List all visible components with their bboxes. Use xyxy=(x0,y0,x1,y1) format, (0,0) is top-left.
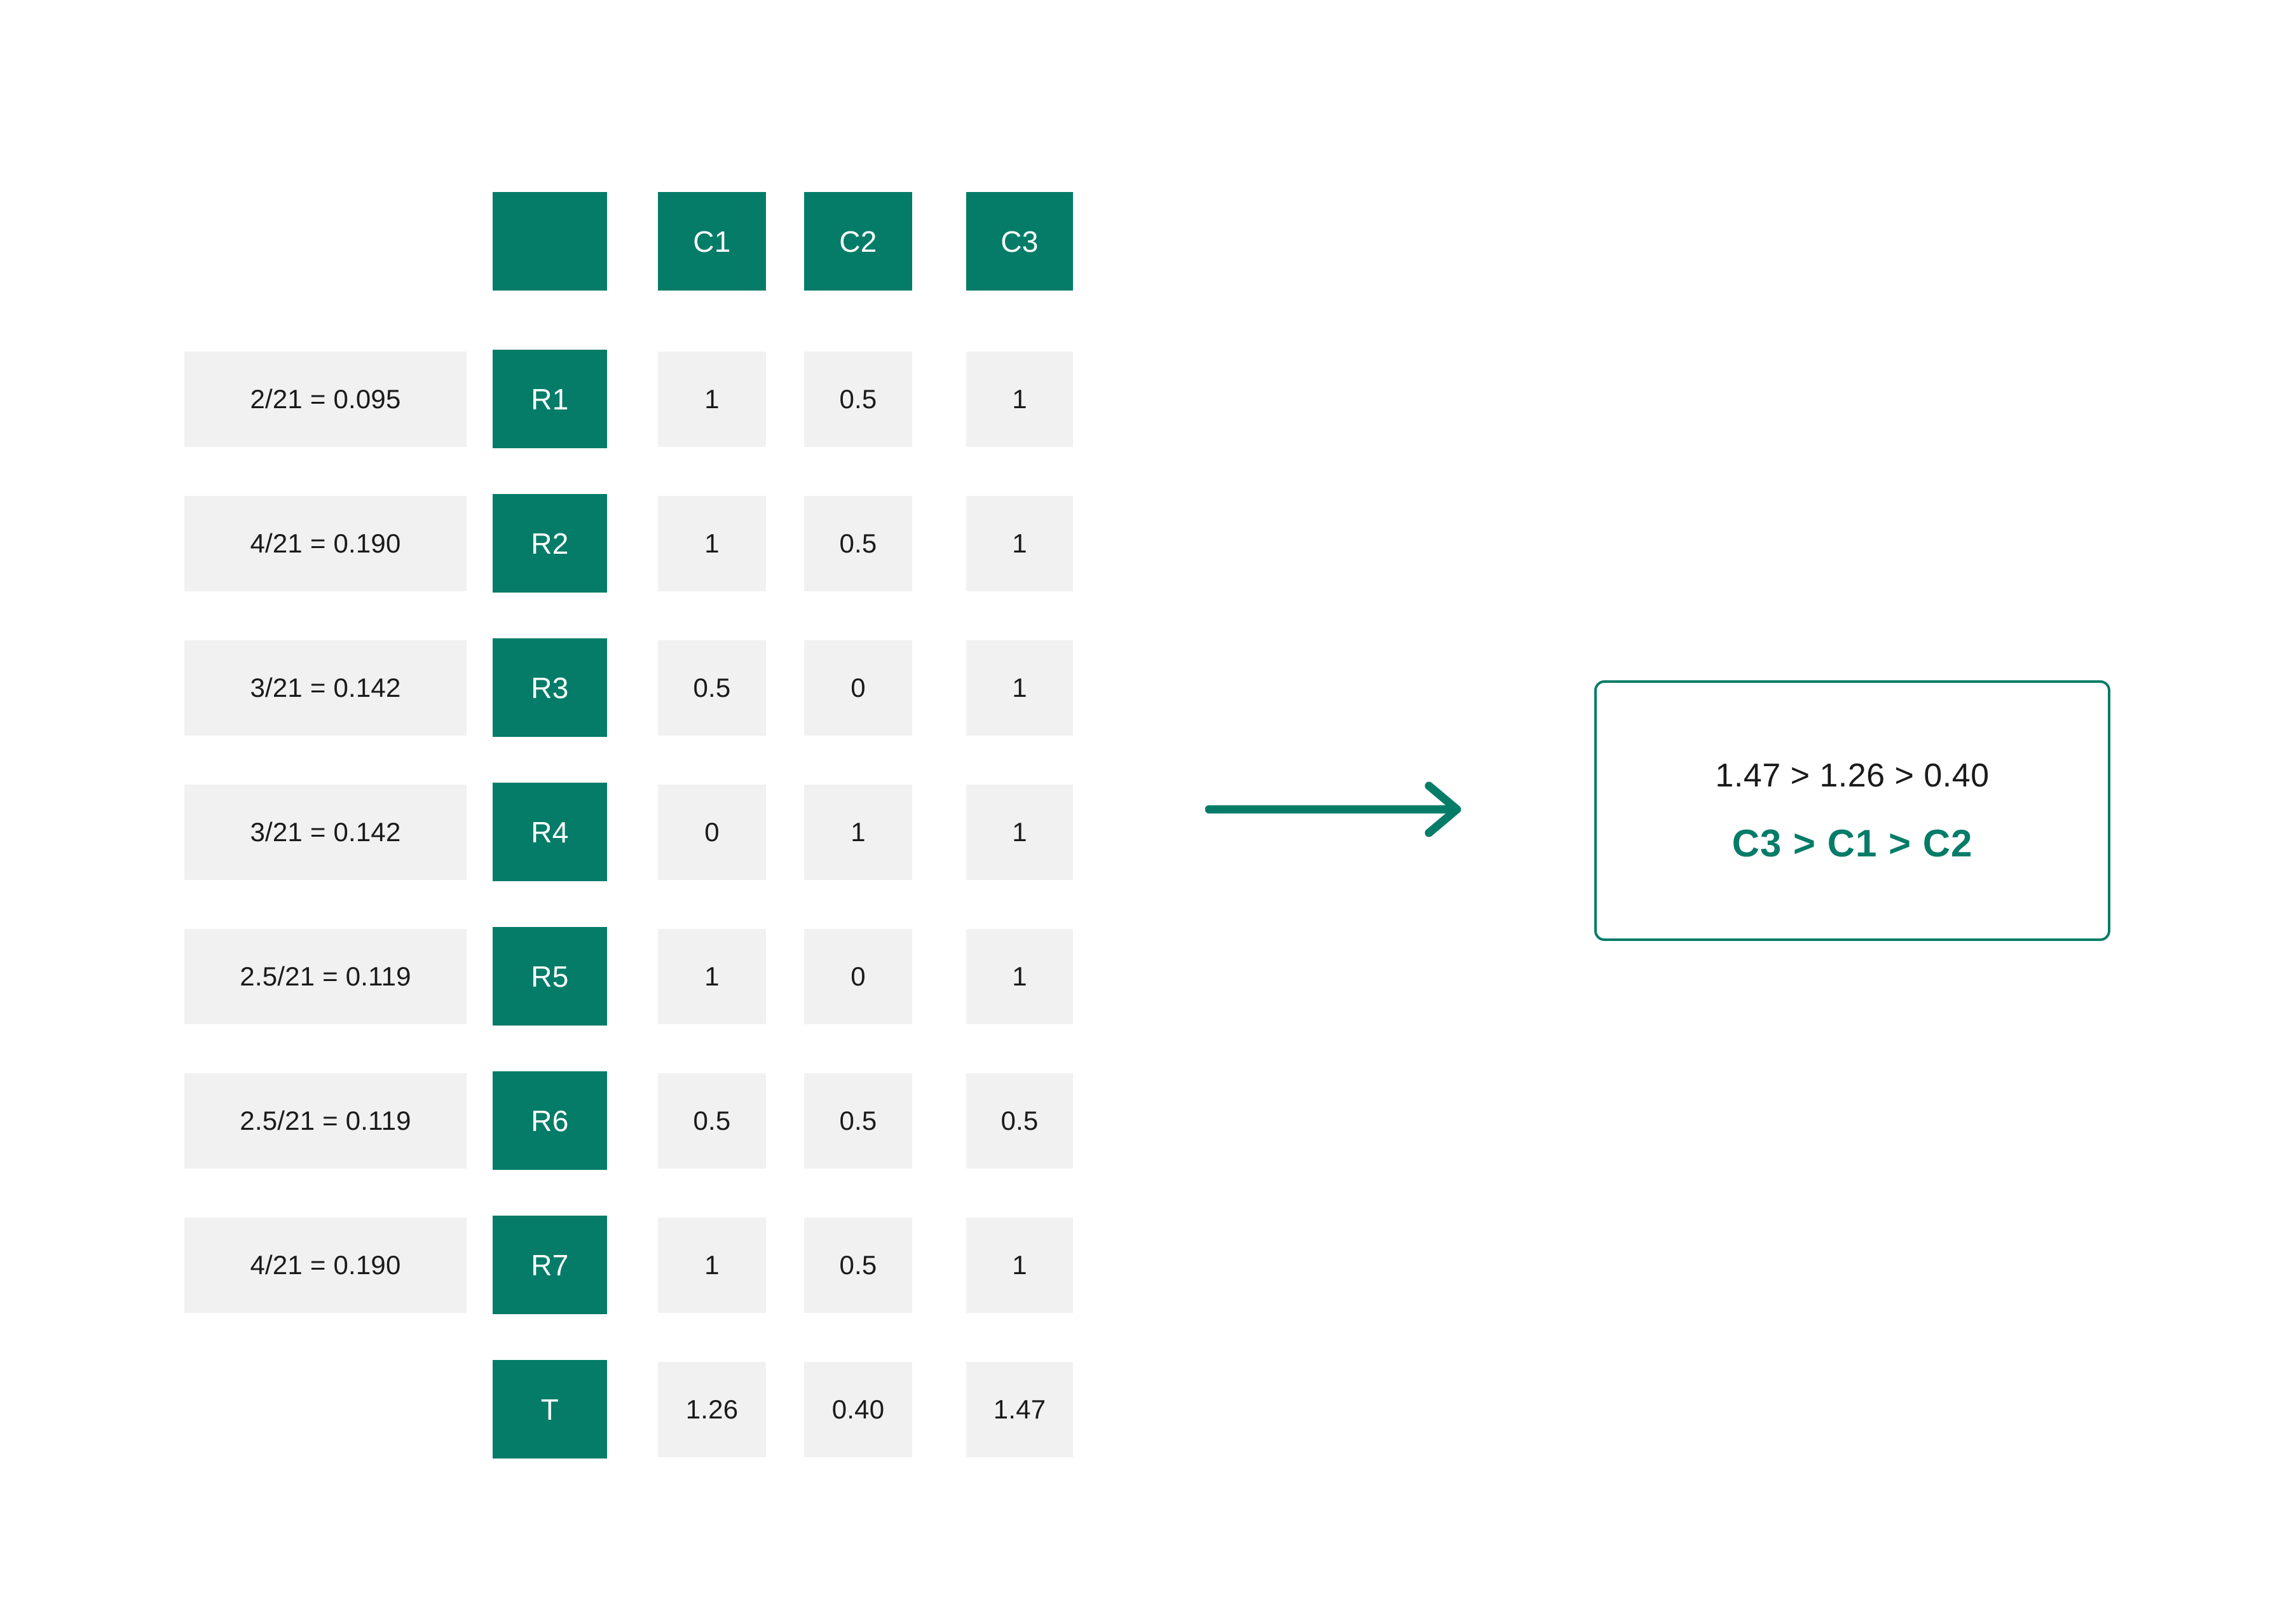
matrix-header-row: C1 C2 C3 xyxy=(184,186,1073,297)
row-header-r5: R5 xyxy=(493,927,607,1026)
cell-r5-c3: 1 xyxy=(966,928,1073,1024)
table-row: 4/21 = 0.190 R7 1 0.5 1 xyxy=(184,1209,1073,1321)
weight-cell-total-spacer xyxy=(184,1362,467,1457)
cell-r2-c1: 1 xyxy=(658,495,766,591)
cell-r2-c2: 0.5 xyxy=(804,495,912,591)
total-cell-c2: 0.40 xyxy=(804,1361,912,1457)
weight-cell-r7: 4/21 = 0.190 xyxy=(184,1217,467,1313)
table-row: 3/21 = 0.142 R4 0 1 1 xyxy=(184,776,1073,888)
flow-arrow xyxy=(1205,781,1472,838)
weight-cell-r4: 3/21 = 0.142 xyxy=(184,784,467,880)
cell-r2-c3: 1 xyxy=(966,495,1073,591)
weight-cell-r5: 2.5/21 = 0.119 xyxy=(184,928,467,1024)
table-row: 2/21 = 0.095 R1 1 0.5 1 xyxy=(184,343,1073,455)
cell-r1-c1: 1 xyxy=(658,351,766,447)
row-header-r4: R4 xyxy=(493,783,607,881)
cell-r1-c2: 0.5 xyxy=(804,351,912,447)
row-header-r7: R7 xyxy=(493,1216,607,1314)
cell-r7-c1: 1 xyxy=(658,1217,766,1313)
row-header-r2: R2 xyxy=(493,494,607,593)
result-scores-line: 1.47 > 1.26 > 0.40 xyxy=(1715,757,1990,794)
column-header-c3: C3 xyxy=(966,192,1073,291)
matrix-corner-cell xyxy=(493,192,607,291)
cell-r6-c2: 0.5 xyxy=(804,1073,912,1169)
table-row: 2.5/21 = 0.119 R5 1 0 1 xyxy=(184,921,1073,1032)
weight-cell-r6: 2.5/21 = 0.119 xyxy=(184,1073,467,1169)
row-header-r1: R1 xyxy=(493,350,607,448)
weight-cell-r3: 3/21 = 0.142 xyxy=(184,640,467,736)
cell-r6-c3: 0.5 xyxy=(966,1073,1073,1169)
cell-r4-c2: 1 xyxy=(804,784,912,880)
row-header-total: T xyxy=(493,1360,607,1459)
weight-header-spacer xyxy=(184,194,467,289)
matrix-total-row: T 1.26 0.40 1.47 xyxy=(184,1354,1073,1465)
weight-cell-r2: 4/21 = 0.190 xyxy=(184,495,467,591)
column-header-c2: C2 xyxy=(804,192,912,291)
cell-r4-c1: 0 xyxy=(658,784,766,880)
table-row: 2.5/21 = 0.119 R6 0.5 0.5 0.5 xyxy=(184,1065,1073,1176)
total-cell-c3: 1.47 xyxy=(966,1361,1073,1457)
column-header-c1: C1 xyxy=(658,192,766,291)
cell-r4-c3: 1 xyxy=(966,784,1073,880)
cell-r5-c2: 0 xyxy=(804,928,912,1024)
table-row: 3/21 = 0.142 R3 0.5 0 1 xyxy=(184,632,1073,743)
arrow-right-icon xyxy=(1205,781,1461,837)
row-header-r3: R3 xyxy=(493,638,607,737)
cell-r6-c1: 0.5 xyxy=(658,1073,766,1169)
cell-r3-c1: 0.5 xyxy=(658,640,766,736)
weight-cell-r1: 2/21 = 0.095 xyxy=(184,351,467,447)
cell-r5-c1: 1 xyxy=(658,928,766,1024)
row-header-r6: R6 xyxy=(493,1071,607,1170)
cell-r3-c2: 0 xyxy=(804,640,912,736)
cell-r7-c2: 0.5 xyxy=(804,1217,912,1313)
cell-r7-c3: 1 xyxy=(966,1217,1073,1313)
weighted-decision-matrix: C1 C2 C3 2/21 = 0.095 R1 1 0.5 1 4/21 = … xyxy=(184,186,1073,1465)
cell-r1-c3: 1 xyxy=(966,351,1073,447)
result-ranking-line: C3 > C1 > C2 xyxy=(1732,821,1973,865)
cell-r3-c3: 1 xyxy=(966,640,1073,736)
table-row: 4/21 = 0.190 R2 1 0.5 1 xyxy=(184,488,1073,599)
result-callout-box: 1.47 > 1.26 > 0.40 C3 > C1 > C2 xyxy=(1594,680,2110,941)
total-cell-c1: 1.26 xyxy=(658,1361,766,1457)
